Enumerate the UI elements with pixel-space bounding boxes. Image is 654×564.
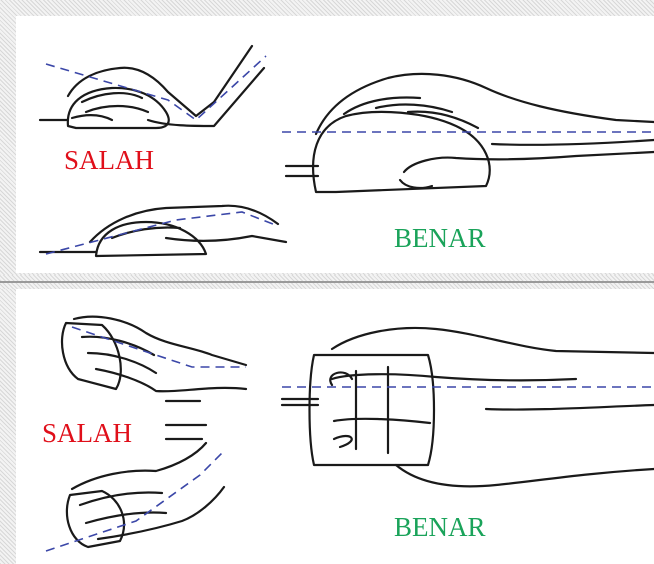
label-wrong-side: SALAH [60, 144, 158, 176]
wrong-bent-wrist-hand [40, 46, 264, 128]
label-wrong-top: SALAH [38, 417, 148, 449]
label-correct-side: BENAR [390, 222, 490, 254]
top-view-panel: SALAH BENAR [16, 289, 654, 564]
wrong-flat-hand [40, 206, 286, 256]
correct-straight-hand-top [282, 328, 654, 486]
label-correct-top: BENAR [390, 511, 490, 543]
wrong-rotated-hand-top [62, 317, 246, 401]
section-divider [0, 275, 654, 289]
correct-neutral-hand [286, 74, 654, 192]
side-view-panel: SALAH BENAR [16, 16, 654, 273]
